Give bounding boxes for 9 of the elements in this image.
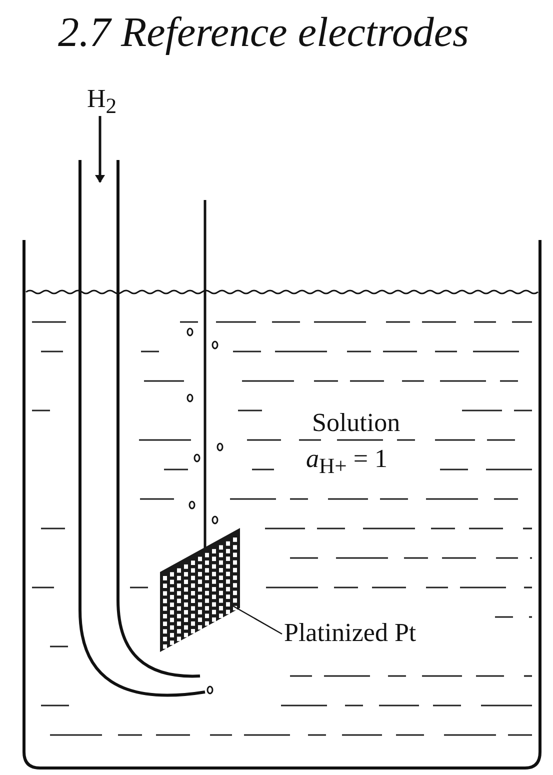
- platinum-mesh-drawing: [160, 528, 240, 652]
- leader-line: [232, 605, 282, 635]
- solution-label: Solution: [312, 410, 400, 436]
- gas-label: H$_{2}$: [87, 86, 117, 118]
- part-label: Platinized Pt: [284, 620, 416, 646]
- title: 2.7 Reference electrodes: [58, 12, 469, 54]
- arrow: [95, 116, 105, 183]
- activity-label: a$_{H+}$ = 1: [306, 446, 388, 478]
- gas-tube: [78, 160, 206, 697]
